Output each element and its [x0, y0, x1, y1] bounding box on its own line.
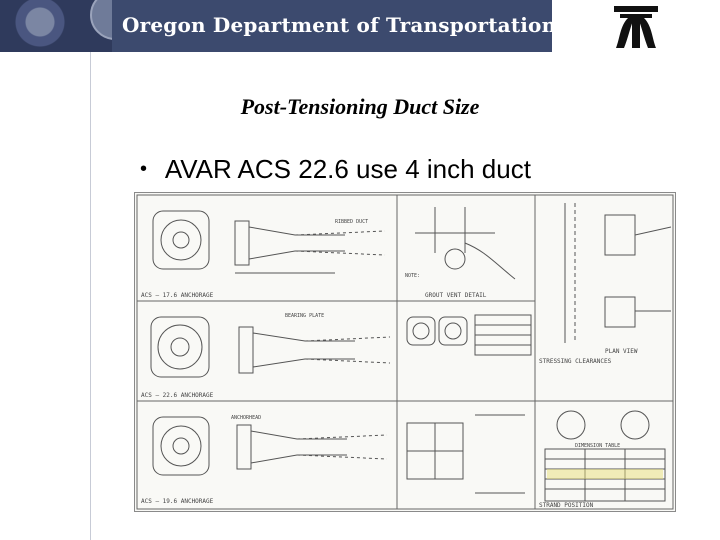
engineering-drawing: ACS — 17.6 ANCHORAGE RIBBED DUCT BEARING…	[134, 192, 676, 512]
panel-label-acs-17-6: ACS — 17.6 ANCHORAGE	[141, 292, 214, 299]
header-bar: Oregon Department of Transportation	[0, 0, 556, 52]
bullet-text: AVAR ACS 22.6 use 4 inch duct	[164, 154, 531, 184]
bullet-item: • AVAR ACS 22.6 use 4 inch duct	[140, 154, 531, 185]
duct-callout: RIBBED DUCT	[335, 219, 368, 225]
oregon-seal-icon	[0, 0, 112, 52]
bullet-marker: •	[140, 158, 148, 180]
panel-label-plan-view: PLAN VIEW	[605, 348, 638, 355]
odot-logo-icon	[614, 6, 658, 48]
dimension-table-title: DIMENSION TABLE	[575, 443, 620, 449]
bearing-plate-callout: BEARING PLATE	[285, 313, 324, 319]
anchorhead-callout: ANCHORHEAD	[231, 415, 261, 421]
panel-label-acs-22-6: ACS — 22.6 ANCHORAGE	[141, 392, 214, 399]
panel-label-grout-vent: GROUT VENT DETAIL	[425, 292, 487, 299]
panel-label-strand-position: STRAND POSITION	[539, 502, 594, 509]
sidebar-divider	[90, 52, 91, 540]
slide-title: Post-Tensioning Duct Size	[240, 94, 480, 119]
note-callout: NOTE:	[405, 273, 420, 279]
panel-label-stressing: STRESSING CLEARANCES	[539, 358, 612, 365]
header-title: Oregon Department of Transportation	[122, 13, 557, 37]
panel-label-acs-19-6: ACS — 19.6 ANCHORAGE	[141, 498, 214, 505]
